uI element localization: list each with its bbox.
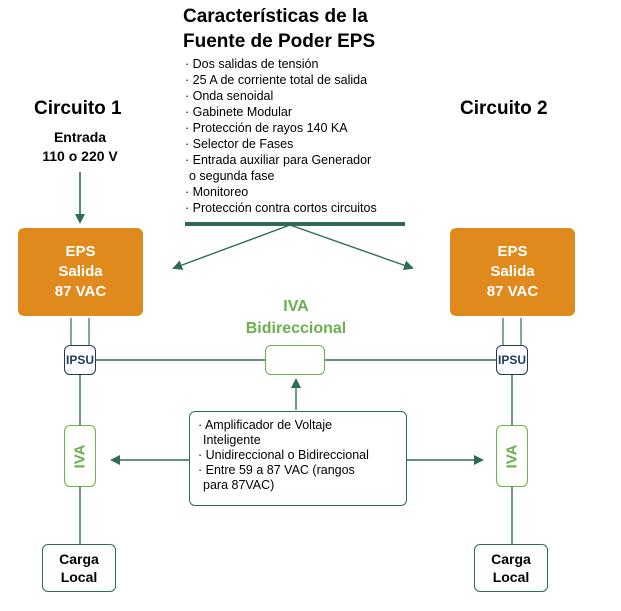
iva-box-circuit2: IVA <box>496 425 528 487</box>
iva-bidirectional-box <box>265 345 325 375</box>
eps-box-circuit1: EPS Salida 87 VAC <box>18 228 143 316</box>
iva-description-box: · Amplificador de Voltaje Inteligente · … <box>189 411 407 506</box>
feature-item: · Selector de Fases <box>185 137 294 151</box>
arrow-to-eps1 <box>172 224 291 270</box>
load-box-circuit2: Carga Local <box>474 544 548 592</box>
arrow-to-eps2 <box>289 224 414 271</box>
feature-item: · Entrada auxiliar para Generador <box>185 153 372 167</box>
diagram-title: Características de la Fuente de Poder EP… <box>183 6 376 52</box>
ipsu-box-circuit2: IPSU <box>496 345 528 375</box>
feature-item: · Onda senoidal <box>185 89 274 103</box>
iva-bidirectional-label: IVA Bidireccional <box>245 298 347 337</box>
feature-item: · Monitoreo <box>185 185 249 199</box>
feature-item: · Dos salidas de tensión <box>185 57 319 71</box>
eps-box-circuit2: EPS Salida 87 VAC <box>450 228 575 316</box>
feature-item: · Protección de rayos 140 KA <box>185 121 348 135</box>
iva-box-circuit1: IVA <box>64 425 96 487</box>
features-list: · Dos salidas de tensión · 25 A de corri… <box>185 56 425 216</box>
feature-item: · 25 A de corriente total de salida <box>185 73 368 87</box>
load-box-circuit1: Carga Local <box>42 544 116 592</box>
circuit1-input-label: Entrada 110 o 220 V <box>42 129 118 164</box>
feature-item: · Gabinete Modular <box>185 105 293 119</box>
circuit2-title: Circuito 2 <box>460 98 548 119</box>
feature-item: o segunda fase <box>189 169 275 183</box>
circuit1-title: Circuito 1 <box>34 98 122 119</box>
feature-item: · Protección contra cortos circuitos <box>185 201 377 215</box>
ipsu-box-circuit1: IPSU <box>64 345 96 375</box>
